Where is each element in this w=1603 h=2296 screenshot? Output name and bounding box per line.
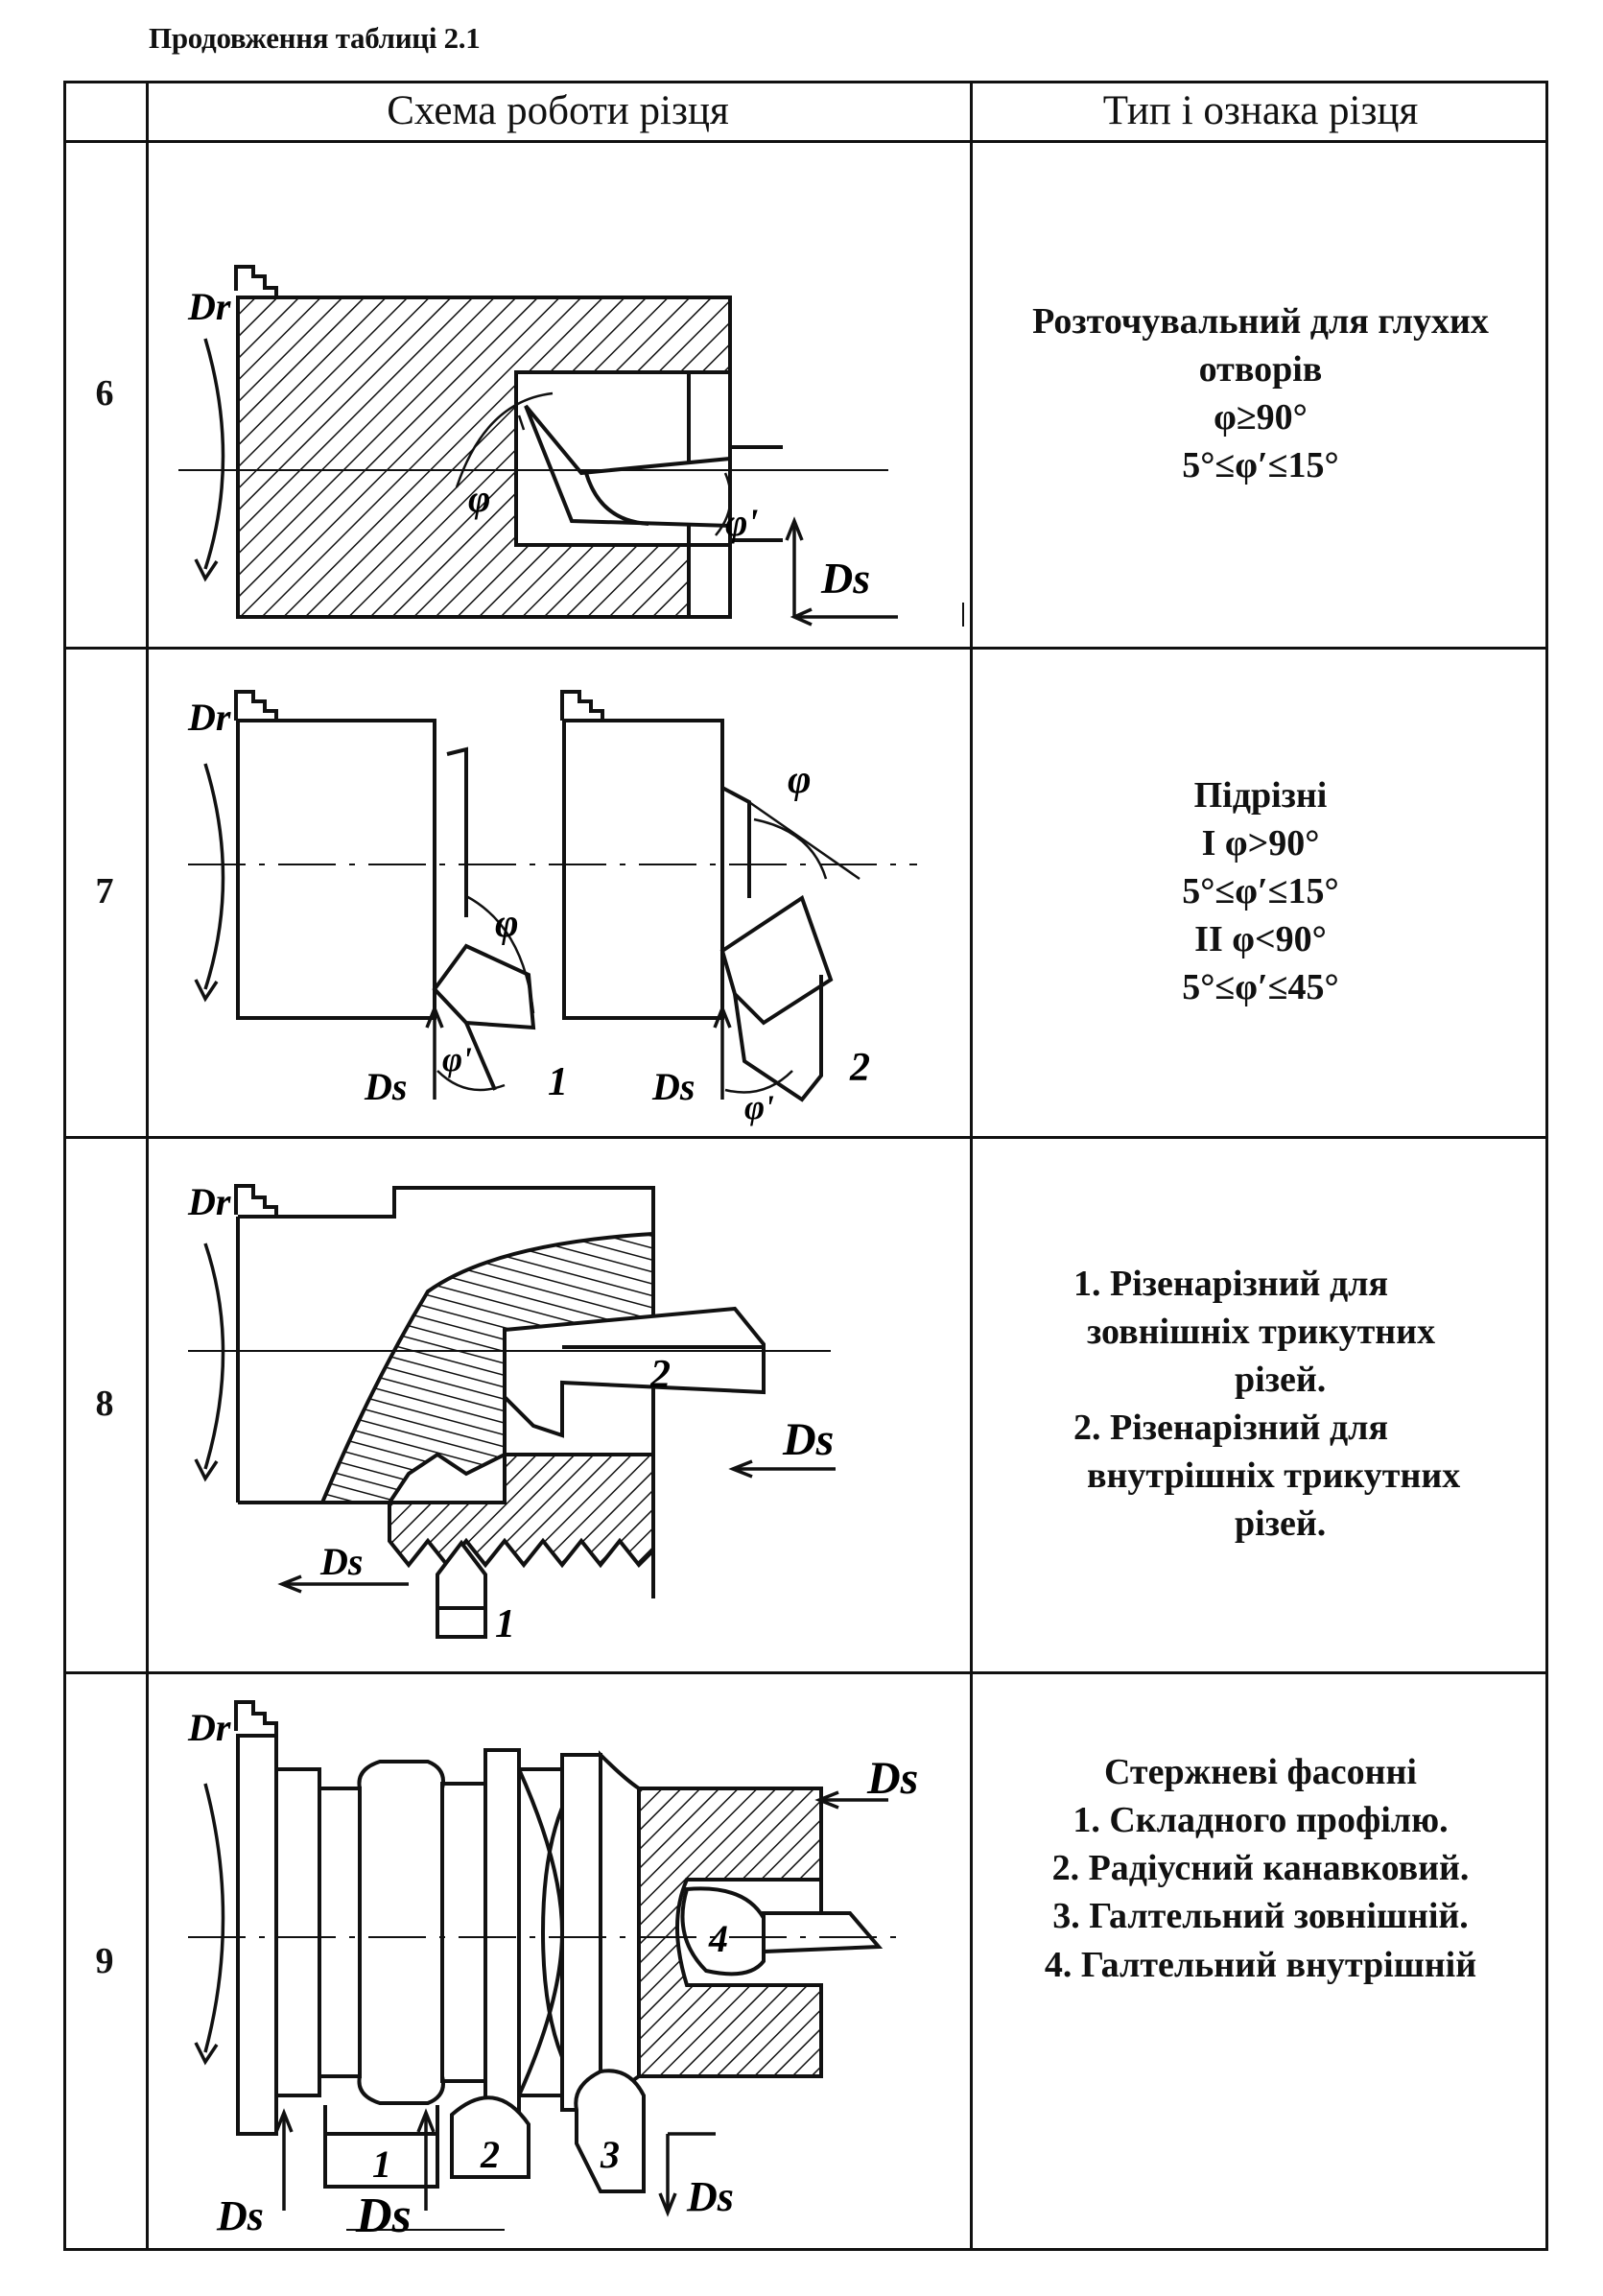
label-ds-4: Ds <box>355 2189 412 2243</box>
column-divider-1 <box>146 81 149 2251</box>
desc-line: отворів <box>1198 348 1323 390</box>
facing-cutter-scheme: Dr Ds Ds φ φ φ' φ' 1 2 <box>187 690 917 1126</box>
desc-line: 1. Складного профілю. <box>1073 1800 1449 1841</box>
desc-line: 4. Галтельний внутрішній <box>1044 1944 1477 1985</box>
desc-line: 5°≤φ′≤45° <box>1182 967 1339 1008</box>
form-cutter-scheme: Dr Ds Ds Ds Ds 1 2 3 4 <box>187 1700 918 2243</box>
label-ds-2: Ds <box>651 1065 695 1108</box>
desc-line: 2. Радіусний канавковий. <box>1051 1848 1470 1889</box>
boring-cutter-scheme: Dr Ds φ φ' <box>178 265 964 627</box>
label-cutter-3: 3 <box>600 2133 620 2176</box>
label-cutter-2: 2 <box>849 1046 870 1090</box>
row-description: 1. Різенарізний для зовнішніх трикутних … <box>973 1136 1548 1671</box>
label-cutter-1: 1 <box>372 2142 391 2186</box>
label-ds-1: Ds <box>364 1065 407 1108</box>
label-cutter-2: 2 <box>480 2133 500 2176</box>
desc-line: зовнішніх трикутних <box>1087 1311 1436 1352</box>
row-divider-8-9 <box>63 1671 1548 1674</box>
row-description: Стержневі фасонні 1. Складного профілю. … <box>973 1671 1548 2251</box>
desc-line: 5°≤φ′≤15° <box>1182 445 1339 486</box>
label-cutter-1: 1 <box>495 1602 515 1646</box>
desc-line: 2. Різенарізний для <box>1073 1408 1389 1448</box>
desc-line: Стержневі фасонні <box>1103 1752 1417 1792</box>
header-divider <box>63 140 1548 143</box>
desc-line: 1. Різенарізний для <box>1073 1263 1389 1304</box>
label-ds-1: Ds <box>782 1414 834 1465</box>
label-ds: Ds <box>820 554 870 603</box>
table-frame <box>63 81 1548 2251</box>
label-cutter-4: 4 <box>708 1917 728 1960</box>
row-number: 6 <box>95 373 114 414</box>
label-phi-2: φ <box>788 758 812 802</box>
header-type: Тип і ознака різця <box>1102 87 1419 133</box>
label-dr: Dr <box>187 285 231 328</box>
desc-line: різей. <box>1235 1359 1327 1400</box>
desc-line: φ≥90° <box>1214 397 1308 438</box>
row-number: 9 <box>95 1941 114 1981</box>
label-cutter-1: 1 <box>548 1060 568 1104</box>
label-phi-prime-2: φ' <box>744 1088 774 1126</box>
label-dr: Dr <box>187 696 231 739</box>
table-caption: Продовження таблиці 2.1 <box>149 21 481 55</box>
label-phi-1: φ <box>495 902 519 946</box>
desc-line: II φ<90° <box>1194 919 1327 960</box>
desc-line: різей. <box>1235 1503 1327 1545</box>
cutter-table: Схема роботи різця Тип і ознака різця 6 … <box>63 81 1548 2251</box>
label-cutter-2: 2 <box>649 1353 671 1397</box>
desc-line: 3. Галтельний зовнішній. <box>1052 1896 1469 1937</box>
label-ds-2: Ds <box>319 1540 363 1583</box>
desc-line: 5°≤φ′≤15° <box>1182 870 1339 911</box>
row-divider-6-7 <box>63 647 1548 650</box>
label-dr: Dr <box>187 1706 231 1749</box>
row-description: Розточувальний для глухих отворів φ≥90° … <box>973 140 1548 647</box>
row-description: Підрізні I φ>90° 5°≤φ′≤15° II φ<90° 5°≤φ… <box>973 647 1548 1136</box>
row-divider-7-8 <box>63 1136 1548 1139</box>
row-number: 8 <box>95 1384 114 1424</box>
column-divider-2 <box>970 81 973 2251</box>
label-ds-2: Ds <box>686 2173 734 2220</box>
label-phi-prime-1: φ' <box>442 1040 472 1078</box>
desc-line: I φ>90° <box>1201 822 1320 864</box>
label-dr: Dr <box>187 1180 231 1223</box>
desc-line: внутрішніх трикутних <box>1087 1456 1461 1497</box>
header-scheme: Схема роботи різця <box>387 87 729 133</box>
label-phi-prime: φ' <box>725 501 759 544</box>
label-phi: φ <box>468 477 490 520</box>
desc-line: Підрізні <box>1193 774 1328 816</box>
label-ds-3: Ds <box>216 2192 264 2239</box>
row-number: 7 <box>95 871 114 911</box>
desc-line: Розточувальний для глухих <box>1032 300 1489 342</box>
threading-cutter-scheme: Dr Ds Ds 2 1 <box>187 1180 836 1646</box>
label-ds-1: Ds <box>866 1753 918 1804</box>
